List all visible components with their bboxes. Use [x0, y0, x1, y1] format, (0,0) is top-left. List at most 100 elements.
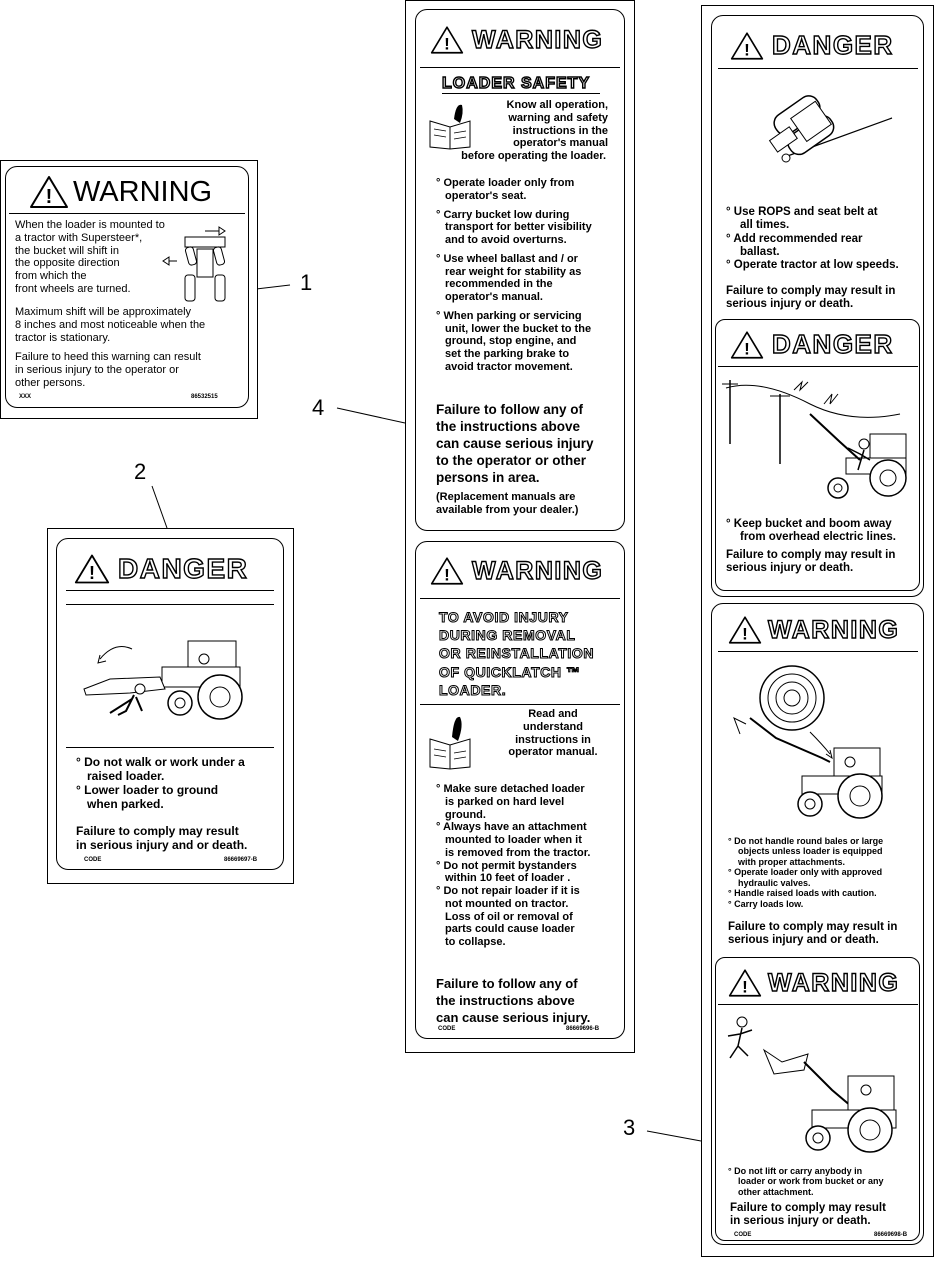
text-line: tractor is stationary. — [15, 331, 111, 344]
warning-triangle-icon: ! — [430, 26, 464, 54]
text-line: from overhead electric lines. — [740, 531, 896, 544]
decal-3-p4-header: ! WARNING — [728, 968, 899, 998]
read-manual-icon — [429, 104, 471, 150]
text-line: instructions in — [515, 733, 591, 746]
decal-3-p3-header-text: WARNING — [767, 615, 900, 644]
svg-text:!: ! — [89, 563, 95, 583]
text-line: the opposite direction — [15, 257, 120, 270]
decal-4-top-header: ! WARNING — [430, 25, 603, 55]
decal-3-p2-bullets: ° Keep bucket and boom away from overhea… — [726, 518, 896, 545]
bullet-item: ° Carry loads low. — [728, 898, 804, 909]
round-bale-falling-illustration — [733, 665, 883, 819]
text-line: warning and safety — [508, 111, 608, 124]
decal-3-p1-divider — [718, 68, 918, 69]
supersteer-tractor-illustration — [162, 226, 226, 302]
decal-4-bottom-title: TO AVOID INJURY DURING REMOVAL OR REINST… — [438, 608, 595, 699]
bullet-item: ° Operate loader only with approved — [728, 867, 883, 878]
decal-3-p1-bullets: ° Use ROPS and seat belt at all times. °… — [726, 206, 899, 273]
warning-triangle-icon: ! — [74, 554, 110, 584]
decal-3-code-right: 86669698-B — [874, 1232, 908, 1238]
text-line: can cause serious injury — [436, 436, 594, 451]
svg-text:!: ! — [46, 186, 53, 208]
decal-4-bottom-header-text: WARNING — [471, 556, 604, 585]
decal-4-bottom-divider-2 — [420, 704, 620, 705]
text-line: with proper attachments. — [738, 856, 846, 867]
decal-4-top-bullets: ° Operate loader only from operator's se… — [436, 177, 592, 374]
decal-2-divider-low — [66, 747, 274, 748]
text-line: the instructions above — [436, 992, 575, 1008]
text-line: and to avoid overturns. — [445, 234, 567, 246]
callout-1: 1 — [300, 270, 313, 295]
text-line: unit, lower the bucket to the — [445, 322, 592, 335]
text-line: ground. — [445, 808, 486, 821]
text-line: OF QUICKLATCH ™ — [438, 663, 581, 680]
decal-4-code-right: 86669696-B — [566, 1026, 600, 1032]
text-line: before operating the loader. — [461, 150, 606, 162]
decal-4-subtitle-underline — [442, 93, 600, 94]
decal-3-p4-bullets: ° Do not lift or carry anybody in loader… — [728, 1166, 884, 1197]
text-line: hydraulic valves. — [738, 877, 811, 888]
decal-2-divider-mid — [66, 604, 274, 605]
text-line: Failure to follow any of — [436, 976, 578, 991]
rollover-tractor-illustration — [768, 95, 893, 163]
bullet-item: ° Make sure detached loader — [436, 783, 585, 795]
text-line: available from your dealer.) — [436, 503, 579, 516]
text-line: in serious injury to the operator or — [15, 363, 179, 376]
warning-triangle-icon: ! — [30, 176, 68, 208]
decal-3-p3-divider — [718, 651, 918, 652]
text-line: persons in area. — [436, 470, 540, 485]
decal-1-header-text: WARNING — [73, 175, 213, 208]
text-line: serious injury or death. — [726, 298, 854, 311]
text-line: all times. — [740, 219, 790, 232]
decal-3-p3-bullets: ° Do not handle round bales or large obj… — [728, 836, 883, 909]
text-line: ballast. — [740, 245, 780, 258]
bullet-item: ° Keep bucket and boom away — [726, 518, 892, 530]
decal-3-p1-header-text: DANGER — [771, 29, 894, 60]
text-line: front wheels are turned. — [15, 282, 131, 295]
text-line: Failure to comply may result in — [728, 921, 898, 933]
decal-2-danger-raised-loader: ! DANGER ° Do not walk or work under a r… — [47, 528, 294, 884]
svg-text:!: ! — [444, 34, 450, 53]
text-line: TO AVOID INJURY — [438, 608, 569, 625]
text-line: the instructions above — [436, 419, 581, 434]
text-line: operator's manual. — [445, 291, 543, 303]
text-line: DURING REMOVAL — [438, 627, 576, 644]
bullet-item: ° Do not walk or work under a — [76, 755, 245, 769]
text-line: Failure to comply may result — [730, 1202, 886, 1214]
power-line-tractor-illustration — [722, 380, 907, 499]
svg-text:!: ! — [444, 565, 450, 584]
text-line: avoid tractor movement. — [445, 360, 573, 373]
decal-3-p3-header: ! WARNING — [728, 615, 899, 645]
text-line: OR REINSTALLATION — [438, 645, 595, 662]
decal-4-bottom-divider — [420, 598, 620, 599]
decal-4-read-text: Know all operation, warning and safety i… — [442, 99, 608, 163]
text-line: other attachment. — [738, 1186, 814, 1197]
decal-4-note: (Replacement manuals are available from … — [436, 491, 578, 517]
decal-3-p1-header: ! DANGER — [730, 29, 894, 61]
decal-1-shift-text: Maximum shift will be approximately 8 in… — [15, 306, 205, 344]
decal-4-subtitle: LOADER SAFETY — [441, 74, 591, 92]
text-line: operator manual. — [508, 746, 598, 759]
bullet-item: ° Use ROPS and seat belt at — [726, 206, 878, 218]
bullet-item: ° Do not handle round bales or large — [728, 836, 884, 846]
text-line: set the parking brake to — [445, 348, 570, 360]
bullet-item: ° Operate tractor at low speeds. — [726, 259, 899, 272]
warning-triangle-icon: ! — [730, 31, 764, 60]
text-line: LOADER. — [438, 681, 507, 698]
decal-1-supersteer-warning: ! WARNING When the loader is mounted to … — [0, 160, 258, 419]
text-line: instructions in the — [512, 124, 608, 137]
bullet-item: ° Always have an attachment — [436, 821, 587, 834]
decal-4-top-header-text: WARNING — [471, 25, 604, 54]
text-line: operator's seat. — [445, 189, 527, 202]
crushed-under-loader-illustration — [83, 640, 243, 720]
decal-1-code-left: XXX — [19, 394, 32, 400]
decal-3-p4-header-text: WARNING — [767, 968, 900, 997]
text-line: from which the — [15, 270, 87, 282]
bullet-item: ° Do not permit bystanders — [436, 859, 577, 872]
text-line: Failure to heed this warning can result — [15, 351, 201, 363]
text-line: Maximum shift will be approximately — [15, 306, 192, 318]
decal-1-code-right: 86532515 — [191, 394, 218, 400]
text-line: to collapse. — [445, 936, 506, 948]
decal-2-failure-text: Failure to comply may result in serious … — [76, 824, 247, 853]
